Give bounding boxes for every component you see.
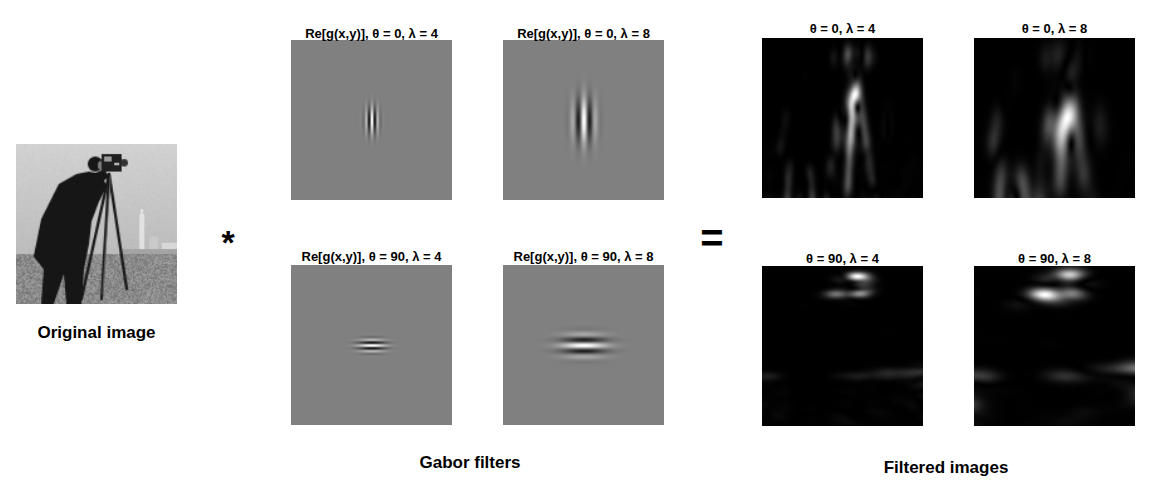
- gabor-filter: Re[g(x,y)], θ = 0, λ = 4: [291, 24, 452, 200]
- gabor-kernel: [291, 40, 452, 200]
- filtered-picture: [762, 266, 923, 426]
- group-label: Gabor filters: [419, 453, 520, 473]
- panel-title: θ = 0, λ = 4: [810, 22, 876, 37]
- image-caption: Original image: [37, 323, 155, 343]
- filtered-image: θ = 90, λ = 8: [974, 249, 1135, 426]
- gabor-filter: Re[g(x,y)], θ = 90, λ = 4: [291, 247, 452, 425]
- operator-symbol: =: [700, 215, 723, 261]
- source-image: Original image: [16, 144, 177, 343]
- gabor-kernel: [291, 265, 452, 425]
- filtered-image: θ = 90, λ = 4: [762, 249, 923, 426]
- panel-title: θ = 0, λ = 8: [1022, 22, 1088, 37]
- gabor-filter: Re[g(x,y)], θ = 90, λ = 8: [503, 247, 664, 425]
- filtered-picture: [762, 38, 923, 198]
- group-label: Filtered images: [884, 458, 1009, 478]
- operator-symbol: *: [221, 223, 234, 262]
- panel-title: θ = 90, λ = 4: [806, 252, 879, 267]
- panel-title: θ = 90, λ = 8: [1018, 252, 1091, 267]
- filtered-picture: [974, 38, 1135, 198]
- gabor-filter: Re[g(x,y)], θ = 0, λ = 8: [503, 24, 664, 200]
- panel-title: Re[g(x,y)], θ = 90, λ = 8: [514, 250, 654, 265]
- photo: [16, 144, 177, 304]
- gabor-kernel: [503, 265, 664, 425]
- filtered-picture: [974, 266, 1135, 426]
- gabor-kernel: [503, 40, 664, 200]
- panel-title: Re[g(x,y)], θ = 90, λ = 4: [302, 250, 442, 265]
- panel-title: Re[g(x,y)], θ = 0, λ = 8: [517, 27, 650, 42]
- panel-title: Re[g(x,y)], θ = 0, λ = 4: [305, 27, 438, 42]
- filtered-image: θ = 0, λ = 4: [762, 19, 923, 198]
- filtered-image: θ = 0, λ = 8: [974, 19, 1135, 198]
